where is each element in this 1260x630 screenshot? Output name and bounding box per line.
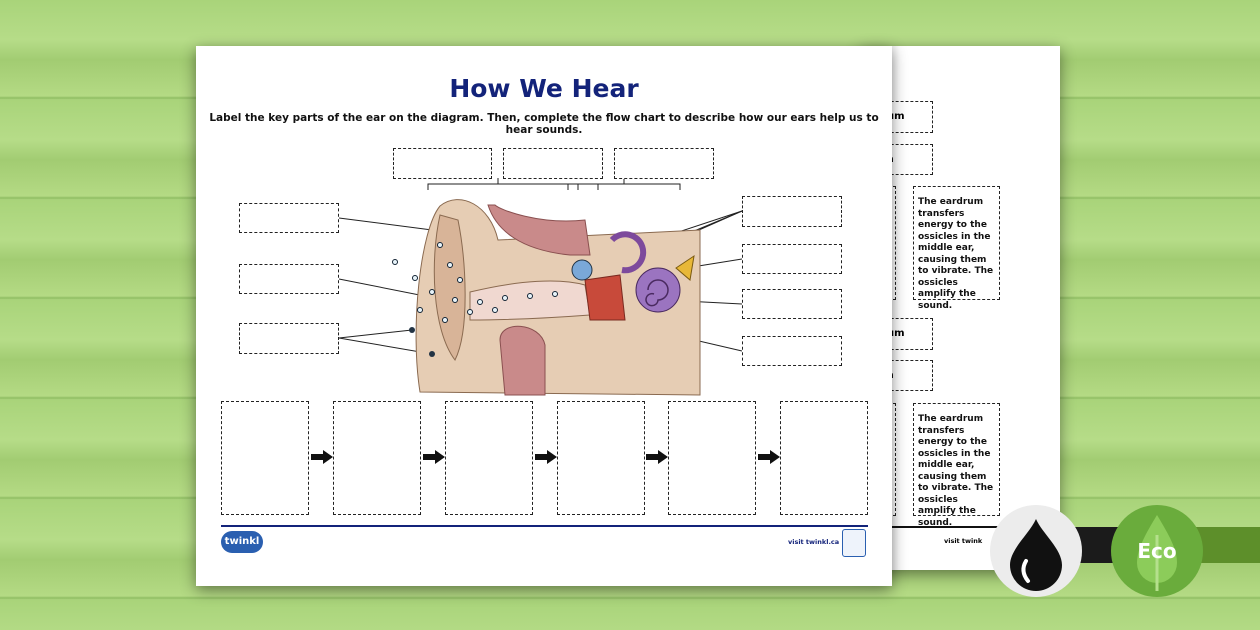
label-box-left-1[interactable]: [239, 203, 339, 233]
answer-footer-line: [880, 526, 1060, 528]
arrow-right-icon: [758, 450, 780, 464]
flow-box-5[interactable]: [668, 401, 756, 515]
label-box-middle-ear[interactable]: [503, 148, 603, 179]
flow-box-1[interactable]: [221, 401, 309, 515]
flow-box-3[interactable]: [445, 401, 533, 515]
arrow-right-icon: [535, 450, 557, 464]
flow-box-6[interactable]: [780, 401, 868, 515]
label-box-right-1[interactable]: [742, 196, 842, 227]
arrow-right-icon: [423, 450, 445, 464]
eco-badge: Eco: [1111, 505, 1203, 597]
label-box-right-2[interactable]: [742, 244, 842, 274]
twinkl-logo: twinkl: [221, 531, 263, 553]
page-title: How We Hear: [449, 74, 639, 103]
footer-line: [221, 525, 868, 527]
answer-text-box: The eardrum transfers energy to the ossi…: [913, 186, 1000, 311]
flow-box-2[interactable]: [333, 401, 421, 515]
footer-link[interactable]: visit twinkl.ca: [788, 538, 840, 546]
label-box-left-3[interactable]: [239, 323, 339, 354]
label-box-left-2[interactable]: [239, 264, 339, 294]
label-box-outer-ear[interactable]: [393, 148, 492, 179]
answer-label: um: [887, 111, 905, 122]
label-box-right-4[interactable]: [742, 336, 842, 366]
arrow-right-icon: [311, 450, 333, 464]
label-box-inner-ear[interactable]: [614, 148, 714, 179]
label-box-right-3[interactable]: [742, 289, 842, 319]
leaf-icon: [1137, 515, 1177, 591]
flow-box-4[interactable]: [557, 401, 645, 515]
ink-badge: [990, 505, 1082, 597]
ink-drop-icon: [1010, 519, 1062, 591]
eco-label: Eco: [1137, 539, 1177, 563]
instructions: Label the key parts of the ear on the di…: [209, 112, 879, 136]
ear-diagram: [338, 178, 743, 396]
answer-label: um: [887, 328, 905, 339]
answer-text-box: The eardrum transfers energy to the ossi…: [913, 403, 1000, 528]
arrow-right-icon: [646, 450, 668, 464]
answer-footer-link: visit twink: [944, 537, 983, 545]
quality-badge-icon: [842, 529, 866, 557]
